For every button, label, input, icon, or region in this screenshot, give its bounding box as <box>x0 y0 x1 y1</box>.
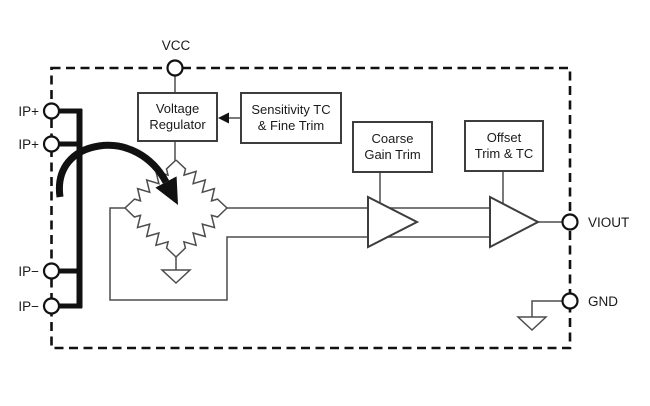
vcc-pin <box>166 59 184 77</box>
coarse-gain-trim-label-1: Coarse <box>372 131 414 146</box>
bridge-signal-wire-lower <box>109 207 490 301</box>
gnd-stub-wire <box>531 300 562 317</box>
coarse-gain-trim-label-2: Gain Trim <box>364 147 420 162</box>
left-arrowhead-icon <box>218 112 229 124</box>
voltage-regulator-label-1: Voltage <box>156 101 199 116</box>
sensitivity-trim-block <box>240 92 342 144</box>
vcc-label: VCC <box>162 38 191 53</box>
viout-pin <box>561 213 579 231</box>
sensitivity-trim-label-2: & Fine Trim <box>258 118 324 133</box>
offset-trim-label-2: Trim & TC <box>475 146 534 161</box>
magnetic-coupling-arrow-icon <box>55 141 178 205</box>
offset-trim-block <box>464 120 544 172</box>
amplifier-2 <box>489 195 541 249</box>
bridge-resistor-top-left <box>124 159 177 209</box>
ip-minus-pin-a <box>42 262 61 280</box>
ip-minus-label-b: IP− <box>18 299 39 314</box>
ic-boundary <box>50 66 572 350</box>
bridge-resistor-bottom-right <box>175 207 228 258</box>
ip-plus-label-a: IP+ <box>18 104 39 119</box>
gnd-ground-icon <box>516 316 548 332</box>
viout-label: VIOUT <box>588 215 629 230</box>
ip-plus-pin-b <box>42 135 61 153</box>
voltage-regulator-label-2: Regulator <box>149 117 206 132</box>
ip-minus-label-a: IP− <box>18 264 39 279</box>
offset-trim-label-1: Offset <box>487 130 522 145</box>
amplifier-1 <box>367 195 420 249</box>
sensitivity-trim-label-1: Sensitivity TC <box>251 102 330 117</box>
ip-plus-pin-a <box>42 102 61 120</box>
ip-plus-label-b: IP+ <box>18 137 39 152</box>
ip-minus-pin-b <box>42 297 61 315</box>
primary-current-bus <box>59 108 83 309</box>
gnd-label: GND <box>588 294 618 309</box>
hall-bridge <box>124 159 228 285</box>
coarse-gain-trim-block <box>352 121 433 173</box>
bridge-resistor-bottom-left <box>124 207 177 258</box>
bridge-resistor-top-right <box>175 159 228 209</box>
bridge-ground-icon <box>160 269 192 285</box>
voltage-regulator-block <box>137 92 218 142</box>
gnd-pin <box>561 292 579 310</box>
